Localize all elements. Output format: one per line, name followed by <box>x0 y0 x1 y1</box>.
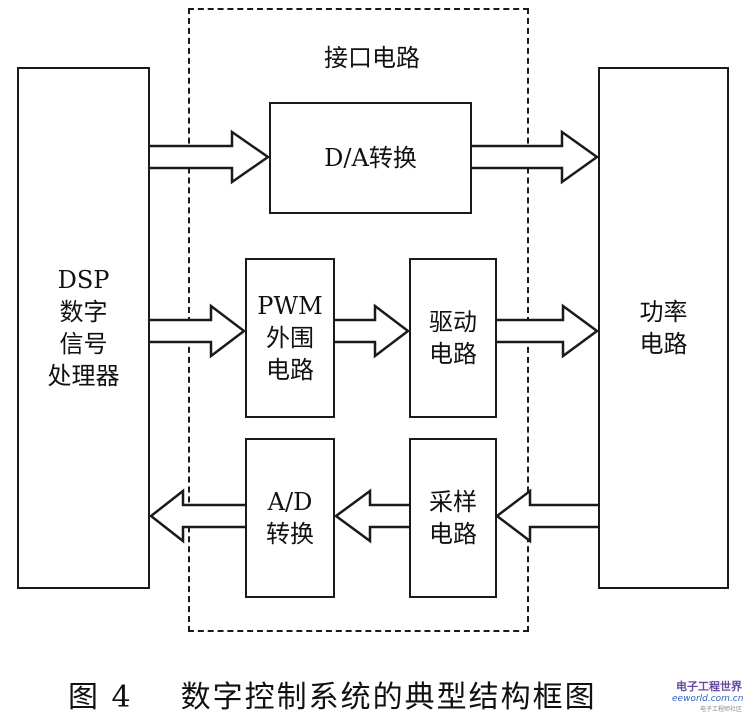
arrow-dsp-to-da <box>150 129 271 185</box>
pwm-peripheral-block: PWM 外围 电路 <box>245 258 335 418</box>
arrow-da-to-power <box>472 129 600 185</box>
arrow-sampling-to-ad <box>333 488 409 544</box>
power-circuit-block: 功率 电路 <box>598 67 729 589</box>
sampling-circuit-block: 采样 电路 <box>409 438 497 598</box>
watermark-line3: 电子工程师社区 <box>699 706 742 713</box>
drive-circuit-block: 驱动 电路 <box>409 258 497 418</box>
interface-circuit-label: 接口电路 <box>324 44 420 72</box>
figure-caption: 图 4 数字控制系统的典型结构框图 <box>68 672 597 716</box>
arrow-pwm-to-drive <box>335 303 411 359</box>
arrow-ad-to-dsp <box>148 488 245 544</box>
arrow-dsp-to-pwm <box>150 303 247 359</box>
figure-title: 数字控制系统的典型结构框图 <box>180 680 597 715</box>
arrow-drive-to-power <box>497 303 600 359</box>
da-converter-block: D/A转换 <box>269 102 472 214</box>
watermark-line2: eeworld.com.cn <box>672 694 744 704</box>
arrow-power-to-sampling <box>494 488 598 544</box>
figure-number: 图 4 <box>68 680 133 715</box>
watermark-line1: 电子工程世界 <box>676 680 742 693</box>
ad-converter-block: A/D 转换 <box>245 438 335 598</box>
eeworld-watermark-logo: 电子工程世界 eeworld.com.cn 电子工程师社区 <box>672 678 744 716</box>
dsp-processor-block: DSP 数字 信号 处理器 <box>17 67 150 589</box>
